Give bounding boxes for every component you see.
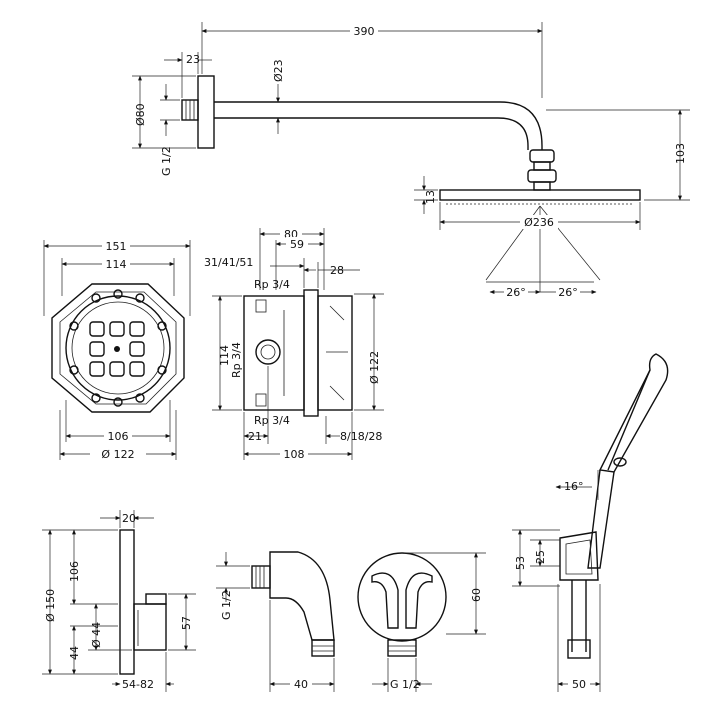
- plate-knob: [133, 603, 167, 651]
- shower-hose: [571, 580, 587, 652]
- box-bolts: [69, 289, 167, 407]
- elbow-width-label: 40: [294, 678, 308, 691]
- thread-side-label: Rp 3/4: [230, 342, 243, 378]
- outlet-disc: [357, 552, 447, 642]
- thread-bottom-label: Rp 3/4: [254, 414, 290, 427]
- body-variants-label: 31/41/51: [204, 256, 253, 269]
- body-housing: [243, 295, 305, 411]
- holder-height-label: 53: [514, 556, 527, 570]
- wall-plate-side: 20 Ø 150 106 Ø 44 44 57 54-82: [42, 510, 196, 692]
- body-height-label: 114: [218, 345, 231, 366]
- flange-depth-label: 23: [186, 53, 200, 66]
- angle-right-label: 26°: [558, 286, 578, 299]
- flange-diameter-label: Ø80: [134, 103, 147, 126]
- box-ports: [89, 321, 145, 377]
- box-outer-width-label: 151: [106, 240, 127, 253]
- plate-height-label: Ø 150: [44, 589, 57, 622]
- plate-depth-label: 20: [122, 512, 136, 525]
- head-height-label: 103: [674, 143, 687, 164]
- body-offset-variants-label: 8/18/28: [340, 430, 382, 443]
- install-box-front: 151 114 106 Ø 122: [43, 239, 191, 461]
- body-offset-21-label: 21: [248, 430, 262, 443]
- shower-arm-top: [214, 101, 543, 150]
- head-thickness-label: 13: [424, 190, 437, 204]
- knob-diameter-label: Ø 44: [90, 622, 103, 648]
- box-bottom-width-label: 106: [108, 430, 129, 443]
- box-inner-width-label: 114: [106, 258, 127, 271]
- body-width-59-label: 59: [290, 238, 304, 251]
- arm-length-label: 390: [354, 25, 375, 38]
- body-total-width-label: 108: [284, 448, 305, 461]
- wall-plate: [119, 529, 135, 675]
- wall-outlet-front: 60 G 1/2: [357, 552, 486, 692]
- shower-arm-view: 390 23 Ø23 Ø80 G 1/2 103 13: [132, 22, 690, 299]
- wall-elbow-side: G 1/2 40: [216, 551, 335, 692]
- box-bottom-diameter-label: Ø 122: [101, 448, 134, 461]
- plate-upper-label: 106: [68, 561, 81, 582]
- knob-offset-label: 44: [68, 646, 81, 660]
- elbow-thread-label: G 1/2: [220, 590, 233, 620]
- flange-thread-label: G 1/2: [160, 146, 173, 176]
- thread-top-label: Rp 3/4: [254, 278, 290, 291]
- handshower-head: [598, 353, 669, 473]
- knob-depth-label: 57: [180, 616, 193, 630]
- wall-flange: [197, 75, 215, 149]
- head-diameter-label: Ø236: [524, 216, 554, 229]
- handshower-view: 16° 53 25 50: [512, 353, 669, 692]
- body-depth-28-label: 28: [330, 264, 344, 277]
- mixer-body-side: 80 59 31/41/51 28 Rp 3/4 Rp 3/4 Rp 3/4 1…: [204, 227, 384, 461]
- body-port: [255, 339, 281, 365]
- holder-width-label: 50: [572, 678, 586, 691]
- handshower-angle-label: 16°: [564, 480, 584, 493]
- angle-left-label: 26°: [506, 286, 526, 299]
- elbow-height-label: 60: [470, 588, 483, 602]
- elbow-body: [269, 551, 335, 641]
- plate-projection-label: 54-82: [122, 678, 154, 691]
- body-diameter-label: Ø 122: [368, 351, 381, 384]
- shower-head: [439, 189, 641, 201]
- holder-mid-label: 25: [534, 550, 547, 564]
- arm-diameter-label: Ø23: [272, 59, 285, 82]
- outlet-thread-label: G 1/2: [390, 678, 420, 691]
- shower-arm-bottom: [214, 117, 529, 150]
